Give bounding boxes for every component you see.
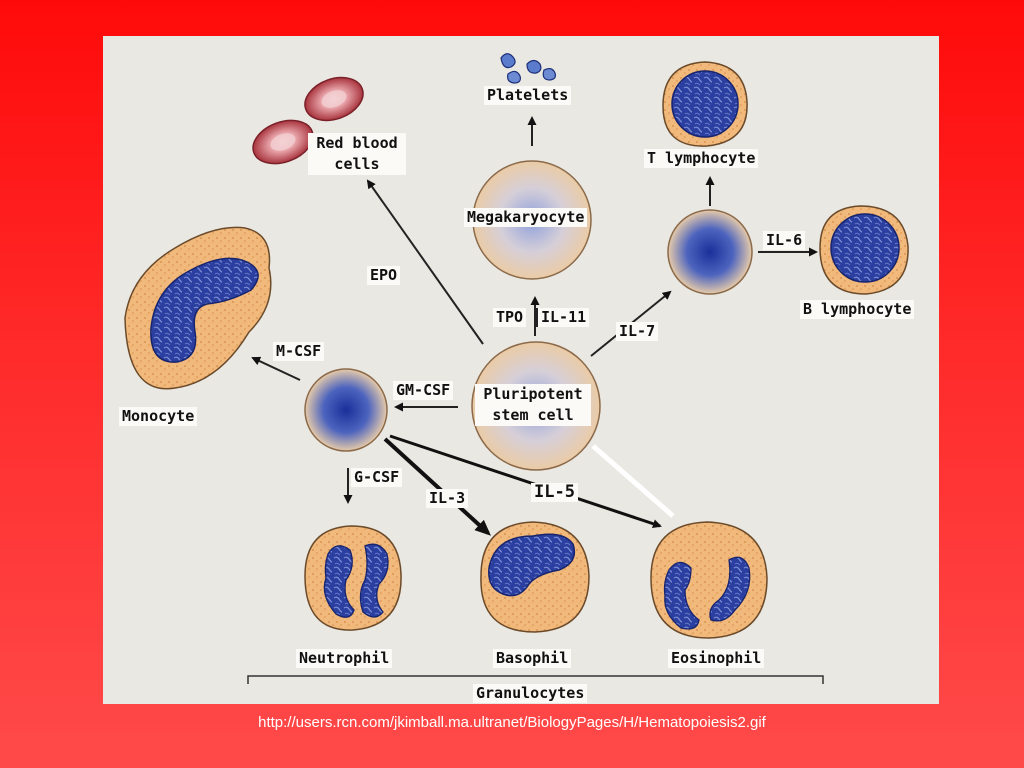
il-3-label: IL-3 [426, 489, 469, 508]
monocyte-label: Monocyte [119, 407, 198, 426]
il-6-label: IL-6 [763, 231, 806, 250]
source-url[interactable]: http://users.rcn.com/jkimball.ma.ultrane… [258, 714, 766, 731]
m-csf-label: M-CSF [273, 342, 325, 361]
granulocytes-label: Granulocytes [473, 684, 588, 703]
basophil-shape [480, 521, 590, 633]
arrow-to-monocyte [251, 356, 301, 381]
t-lymphocyte-shape [662, 61, 748, 147]
granulocytes-bracket [247, 675, 824, 684]
arrows [251, 116, 818, 536]
hematopoiesis-diagram [124, 53, 909, 684]
myeloid-blast-cell [304, 368, 388, 452]
platelets-label: Platelets [484, 86, 572, 105]
diagram-panel: Platelets Red blood cells Megakaryocyte … [103, 36, 939, 704]
t-lymphocyte-label: T lymphocyte [644, 149, 759, 168]
il-5-label: IL-5 [531, 483, 578, 502]
basophil-label: Basophil [493, 649, 572, 668]
arrow-to-eosinophil [389, 434, 662, 529]
il-11-label: IL-11 [536, 308, 590, 327]
eosinophil-label: Eosinophil [668, 649, 765, 668]
platelets-shapes [500, 53, 557, 84]
monocyte-shape [124, 226, 272, 390]
neutrophil-shape [304, 525, 402, 631]
tpo-label: TPO [493, 308, 527, 327]
g-csf-label: G-CSF [351, 468, 403, 487]
gm-csf-label: GM-CSF [393, 381, 454, 400]
eosinophil-shape [650, 521, 768, 639]
b-lymphocyte-shape [819, 205, 909, 295]
red-blood-cells-shapes [252, 76, 364, 165]
epo-label: EPO [367, 266, 401, 285]
red-blood-cells-label: Red blood cells [308, 133, 406, 175]
il-7-label: IL-7 [616, 322, 659, 341]
neutrophil-label: Neutrophil [296, 649, 393, 668]
pluripotent-stem-cell-label: Pluripotent stem cell [475, 384, 591, 426]
white-connector [591, 444, 675, 518]
b-lymphocyte-label: B lymphocyte [800, 300, 915, 319]
arrow-to-basophil [383, 437, 491, 536]
lymphoid-blast-cell [667, 209, 753, 295]
megakaryocyte-label: Megakaryocyte [464, 208, 588, 227]
arrow-to-red-blood-cells [366, 179, 484, 345]
